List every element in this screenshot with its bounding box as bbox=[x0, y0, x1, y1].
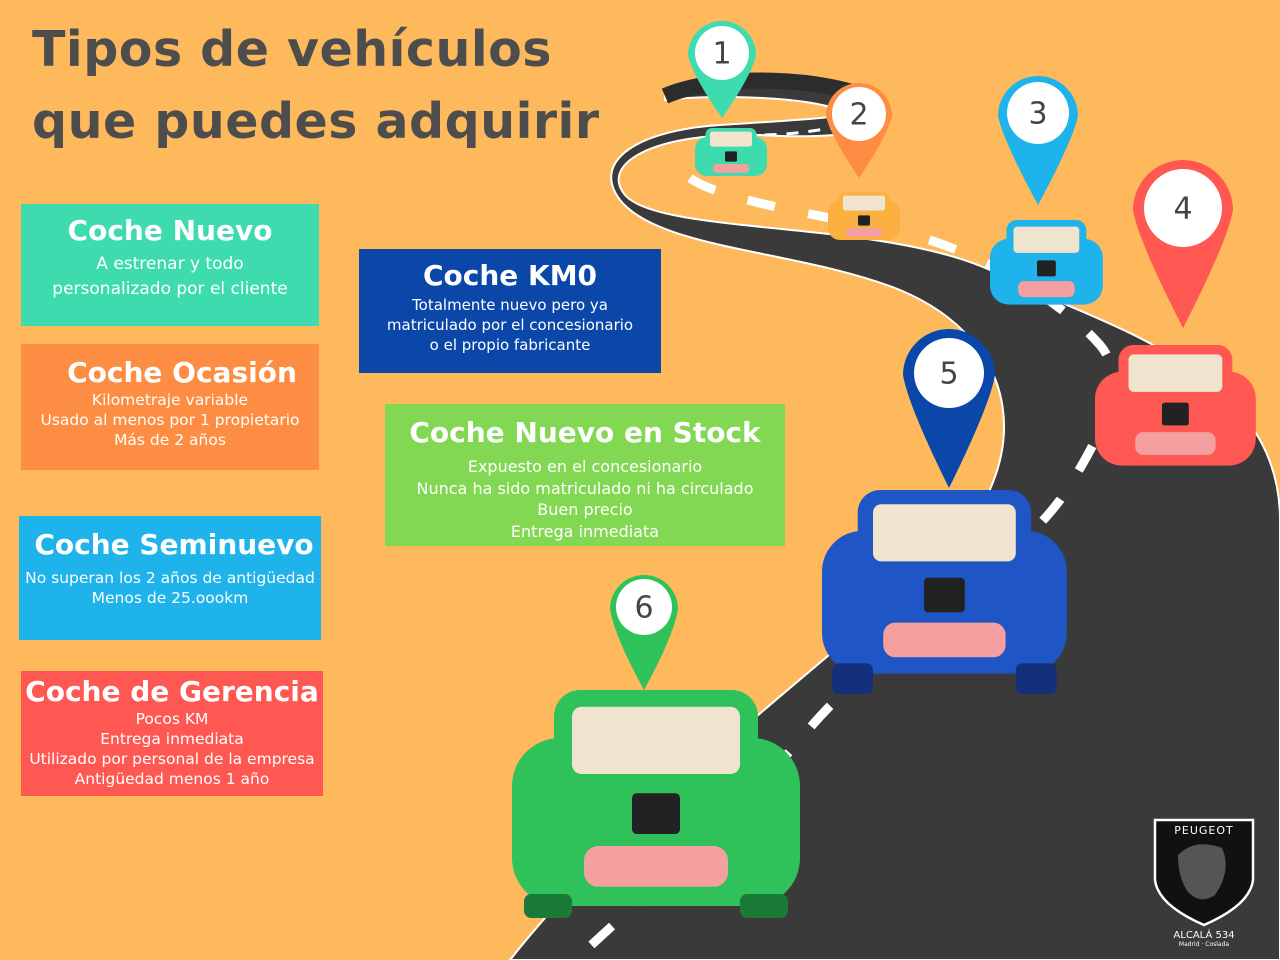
pin-5-number: 5 bbox=[939, 357, 958, 392]
pin-2: 2 bbox=[826, 83, 892, 178]
card-line: Entrega inmediata bbox=[100, 730, 244, 748]
card-line: personalizado por el cliente bbox=[52, 279, 288, 299]
card-line: Totalmente nuevo pero ya bbox=[412, 296, 608, 314]
card-line: Más de 2 años bbox=[114, 431, 226, 449]
peugeot-logo: PEUGEOT ALCALÁ 534 Madrid · Coslada bbox=[1153, 818, 1255, 948]
card-coche-gerencia: Coche de Gerencia Pocos KM Entrega inmed… bbox=[21, 671, 323, 796]
pin-6: 6 bbox=[610, 575, 678, 690]
card-line: Antigüedad menos 1 año bbox=[74, 770, 270, 788]
card-line: o el propio fabricante bbox=[429, 336, 591, 354]
pin-3: 3 bbox=[998, 76, 1078, 205]
pin-4: 4 bbox=[1133, 160, 1233, 328]
brand-dealer: ALCALÁ 534 bbox=[1173, 928, 1234, 941]
card-line: Entrega inmediata bbox=[510, 521, 660, 541]
card-coche-km0: Coche KM0 Totalmente nuevo pero ya matri… bbox=[359, 249, 661, 373]
card-line: matriculado por el concesionario bbox=[386, 316, 634, 334]
card-coche-seminuevo: Coche Seminuevo No superan los 2 años de… bbox=[19, 516, 321, 640]
card-line: No superan los 2 años de antigüedad bbox=[25, 569, 315, 587]
card-coche-nuevo-stock: Coche Nuevo en Stock Expuesto en el conc… bbox=[385, 404, 785, 546]
card-title: Coche Nuevo bbox=[67, 214, 273, 247]
pin-1-number: 1 bbox=[712, 37, 731, 72]
card-line: Nunca ha sido matriculado ni ha circulad… bbox=[416, 478, 754, 498]
brand-name: PEUGEOT bbox=[1174, 824, 1234, 837]
card-title: Coche Ocasión bbox=[67, 356, 297, 389]
page-title: Tipos de vehículos que puedes adquirir bbox=[32, 16, 600, 156]
title-line-2: que puedes adquirir bbox=[32, 93, 600, 150]
card-title: Coche Seminuevo bbox=[34, 528, 314, 561]
card-coche-ocasion: Coche Ocasión Kilometraje variable Usado… bbox=[21, 344, 319, 470]
lion-icon bbox=[1178, 844, 1226, 900]
card-line: Usado al menos por 1 propietario bbox=[40, 411, 300, 429]
card-line: Menos de 25.oookm bbox=[91, 589, 249, 607]
pin-6-number: 6 bbox=[634, 591, 653, 626]
title-line-1: Tipos de vehículos bbox=[32, 21, 552, 78]
pin-5: 5 bbox=[903, 329, 995, 488]
card-line: Kilometraje variable bbox=[91, 391, 249, 409]
brand-location: Madrid · Coslada bbox=[1179, 941, 1229, 948]
card-title: Coche de Gerencia bbox=[25, 675, 319, 708]
pin-1: 1 bbox=[688, 21, 756, 118]
card-line: A estrenar y todo bbox=[96, 254, 244, 274]
pin-4-number: 4 bbox=[1173, 192, 1192, 227]
car-1 bbox=[695, 128, 767, 176]
car-6 bbox=[512, 690, 800, 918]
card-line: Pocos KM bbox=[135, 710, 209, 728]
car-5 bbox=[822, 490, 1067, 694]
card-coche-nuevo: Coche Nuevo A estrenar y todo personaliz… bbox=[21, 204, 319, 326]
car-4 bbox=[1095, 345, 1256, 466]
card-line: Buen precio bbox=[537, 500, 633, 519]
pin-3-number: 3 bbox=[1028, 97, 1047, 132]
card-title: Coche KM0 bbox=[422, 259, 598, 292]
card-title: Coche Nuevo en Stock bbox=[409, 416, 761, 449]
car-2 bbox=[828, 192, 900, 240]
pin-2-number: 2 bbox=[849, 98, 868, 133]
car-3 bbox=[990, 220, 1103, 305]
card-line: Utilizado por personal de la empresa bbox=[29, 750, 315, 768]
card-line: Expuesto en el concesionario bbox=[467, 457, 703, 476]
